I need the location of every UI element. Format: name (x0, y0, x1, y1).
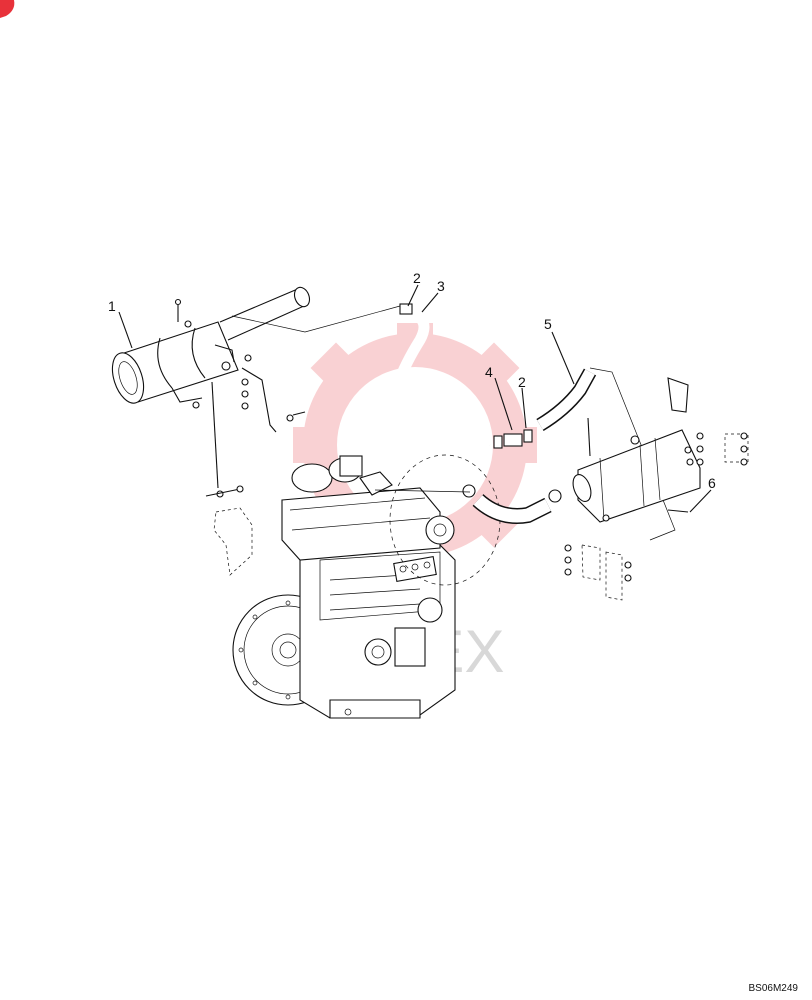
callout-1: 1 (108, 298, 116, 314)
callout-2-lower: 2 (518, 374, 526, 390)
engine-block (232, 454, 501, 719)
coolant-hoses (231, 303, 676, 541)
callout-5: 5 (544, 316, 552, 332)
callout-3: 3 (437, 278, 445, 294)
corner-mark (0, 0, 15, 18)
muffler (111, 286, 311, 576)
drawing-code: BS06M249 (748, 983, 798, 994)
callout-4: 4 (485, 364, 493, 380)
callout-6: 6 (708, 475, 716, 491)
callout-leaders (118, 284, 712, 513)
callout-2-upper: 2 (413, 270, 421, 286)
heat-exchanger (564, 377, 749, 601)
